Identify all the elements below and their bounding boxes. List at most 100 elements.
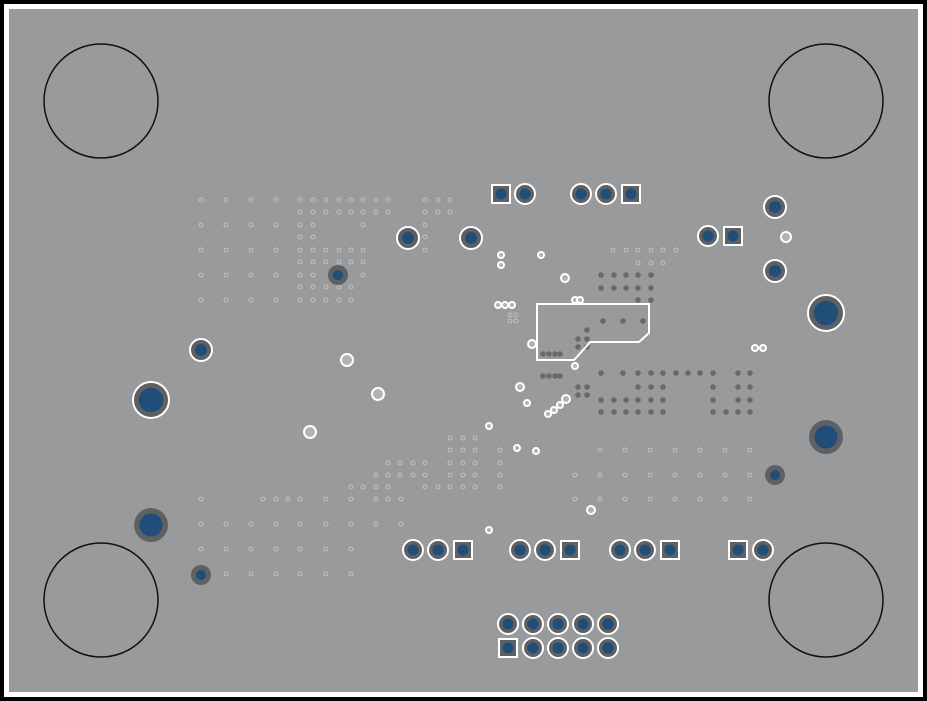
via-small — [336, 259, 342, 265]
via-dark — [710, 397, 716, 403]
via-small — [323, 197, 329, 203]
via-dark — [710, 370, 716, 376]
via-small — [422, 234, 428, 240]
via-dark — [623, 397, 629, 403]
via-small — [507, 318, 513, 324]
via-dark — [635, 297, 641, 303]
via-dark — [557, 351, 563, 357]
via-small — [572, 472, 578, 478]
via-small — [248, 197, 254, 203]
via-dark — [747, 370, 753, 376]
via-dark — [723, 409, 729, 415]
via-small — [336, 197, 342, 203]
drill-hole — [768, 264, 782, 278]
copper-pour-outline — [536, 303, 650, 361]
via-small — [360, 197, 366, 203]
drill-hole — [577, 618, 589, 630]
via-small — [336, 247, 342, 253]
via-small — [297, 247, 303, 253]
via-small — [273, 247, 279, 253]
via-small — [273, 297, 279, 303]
via-small — [223, 197, 229, 203]
drill-hole — [457, 544, 469, 556]
via-small — [460, 447, 466, 453]
via-ringed — [515, 382, 525, 392]
via-small — [297, 234, 303, 240]
via-small — [460, 435, 466, 441]
via-small — [447, 197, 453, 203]
via-small — [323, 571, 329, 577]
via-dark — [623, 272, 629, 278]
via-small — [460, 472, 466, 478]
via-small — [348, 484, 354, 490]
via-small — [373, 472, 379, 478]
via-small — [273, 197, 279, 203]
drill-hole — [702, 230, 714, 242]
via-ringed — [497, 261, 505, 269]
board-surface — [9, 9, 918, 692]
via-dark — [710, 384, 716, 390]
via-small — [323, 496, 329, 502]
via-small — [348, 546, 354, 552]
via-dark — [540, 351, 546, 357]
via-small — [447, 435, 453, 441]
drill-hole — [614, 544, 626, 556]
via-dark — [635, 285, 641, 291]
via-dark — [697, 370, 703, 376]
via-dark — [648, 297, 654, 303]
via-dark — [540, 373, 546, 379]
via-small — [348, 209, 354, 215]
via-small — [336, 297, 342, 303]
via-small — [597, 496, 603, 502]
via-small — [223, 521, 229, 527]
via-ringed — [513, 444, 521, 452]
via-dark — [611, 285, 617, 291]
drill-hole — [602, 642, 614, 654]
via-small — [336, 209, 342, 215]
via-ringed — [576, 296, 584, 304]
via-small — [248, 272, 254, 278]
drill-hole — [564, 544, 576, 556]
drill-hole — [814, 425, 838, 449]
drill-hole — [401, 231, 415, 245]
via-small — [672, 472, 678, 478]
via-small — [310, 259, 316, 265]
drill-hole — [502, 642, 514, 654]
via-small — [398, 521, 404, 527]
via-small — [635, 247, 641, 253]
via-small — [348, 521, 354, 527]
via-small — [297, 496, 303, 502]
mounting-hole — [43, 43, 159, 159]
via-dark — [598, 370, 604, 376]
via-dark — [620, 318, 626, 324]
via-dark — [552, 373, 558, 379]
via-small — [223, 222, 229, 228]
drill-hole — [625, 188, 637, 200]
via-ringed — [371, 387, 385, 401]
via-small — [360, 484, 366, 490]
via-dark — [598, 285, 604, 291]
via-dark — [575, 392, 581, 398]
via-small — [397, 460, 403, 466]
via-small — [323, 247, 329, 253]
via-small — [422, 197, 428, 203]
via-small — [360, 259, 366, 265]
via-small — [323, 297, 329, 303]
via-small — [285, 496, 291, 502]
via-dark — [546, 373, 552, 379]
via-small — [597, 472, 603, 478]
via-ringed — [532, 447, 540, 455]
via-dark — [648, 370, 654, 376]
via-small — [385, 496, 391, 502]
via-small — [198, 197, 204, 203]
via-small — [297, 571, 303, 577]
via-small — [323, 209, 329, 215]
via-dark — [640, 318, 646, 324]
drill-hole — [539, 544, 551, 556]
via-small — [348, 247, 354, 253]
via-small — [248, 546, 254, 552]
via-dark — [635, 397, 641, 403]
via-small — [323, 521, 329, 527]
drill-hole — [813, 300, 839, 326]
via-small — [472, 484, 478, 490]
